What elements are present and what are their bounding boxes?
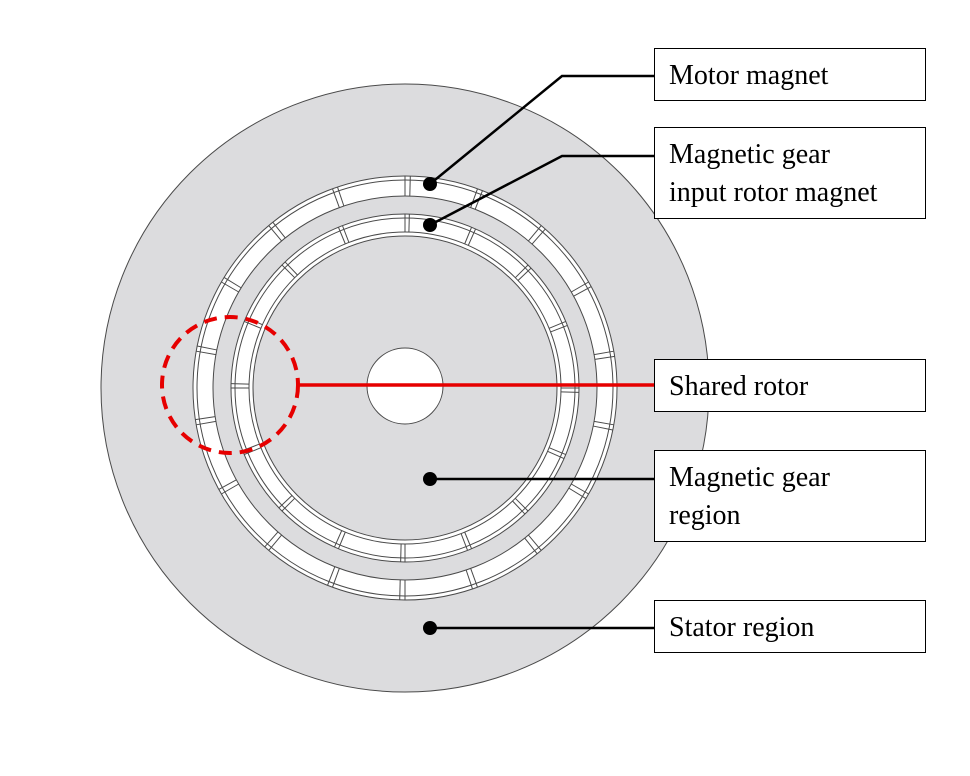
stator-region-marker-dot [423,621,437,635]
motor-magnet-divider [524,537,538,555]
stator-region-label-line-1: Stator region [669,612,815,643]
motor-magnet-marker-dot [423,177,437,191]
gear-input-magnet-rim [234,217,576,559]
motor-magnet-divider [195,416,216,421]
motor-magnet-divider [332,568,340,588]
gear-input-magnet-divider [337,227,346,245]
gear-region-marker-dot [423,472,437,486]
motor-magnet-segments [195,176,615,600]
gear-input-magnet-divider [244,320,262,329]
motor-magnet-divider [332,188,340,208]
gear-input-magnet-divider [464,531,473,549]
motor-magnet-divider [571,483,589,495]
gear-input-magnet-divider [460,533,469,551]
motor-magnet-divider [528,534,542,551]
motor-magnet-divider [470,568,478,588]
motor-magnet-divider [218,479,237,490]
gear-input-magnet-divider [281,497,296,512]
motor-magnet-divider [465,569,473,590]
gear-input-magnet-divider [547,450,565,460]
gear-region-label-line-1: Magnetic gear [669,462,830,493]
motor-magnet-divider [594,355,615,360]
motor-magnet-label: Motor magnet [654,48,926,101]
motor-magnet-divider [223,277,242,289]
gear-input-magnet-divider [464,227,473,245]
motor-magnet-divider [337,186,345,207]
gear-input-magnet-label: Magnetic gear input rotor magnet [654,127,926,219]
motor-magnet-divider [196,350,217,356]
motor-magnet-divider [196,420,217,426]
gear-input-magnet-divider [278,495,293,509]
motor-magnet-divider [571,281,589,293]
gear-input-magnet-divider [550,324,568,333]
gear-input-magnet-label-line-2: input rotor magnet [669,177,878,208]
shared-rotor-label-line-1: Shared rotor [669,371,809,402]
motor-magnet-divider [221,483,239,495]
motor-magnet-divider [268,534,282,551]
motor-magnet-divider [197,345,217,351]
motor-magnet-divider [264,531,279,548]
motor-magnet-label-line-1: Motor magnet [669,60,829,91]
gear-input-magnet-divider [284,261,298,276]
gear-input-magnet-divider [341,225,350,243]
gear-input-magnet-divider [548,320,566,329]
motor-magnet-divider [593,425,613,431]
motor-magnet-divider [272,221,286,239]
motor-magnet-divider [268,225,282,242]
gear-input-magnet-divider [333,530,343,548]
motor-magnet-divider [593,420,614,426]
gear-input-magnet-label-line-1: Magnetic gear [669,139,830,170]
gear-input-magnet-divider [512,500,526,515]
motor-magnet-rim [196,179,614,597]
gear-input-magnet-divider [517,267,532,281]
gear-input-magnet-divider [467,228,477,246]
gear-input-magnet-divider [281,264,296,279]
motor-magnet-divider [327,566,336,586]
motor-magnet-divider [573,286,592,297]
gear-region-label: Magnetic gear region [654,450,926,542]
stator-region-label: Stator region [654,600,926,653]
gear-input-magnet-divider [337,531,346,549]
motor-magnet-divider [528,225,542,242]
gear-input-magnet-divider [514,264,529,279]
motor-magnet-divider [593,350,614,356]
gear-region-label-line-2: region [669,500,741,531]
gear-input-magnet-divider [514,497,529,512]
gear-input-magnet-divider [548,447,566,456]
gear-input-magnet-marker-dot [423,218,437,232]
motor-magnet-leader-line [429,74,655,185]
gear-input-magnet-leader-line [429,154,655,227]
motor-magnet-divider [221,281,239,293]
shared-rotor-label: Shared rotor [654,359,926,412]
motor-magnet-divider [568,487,587,499]
motor-magnet-divider [531,228,546,245]
